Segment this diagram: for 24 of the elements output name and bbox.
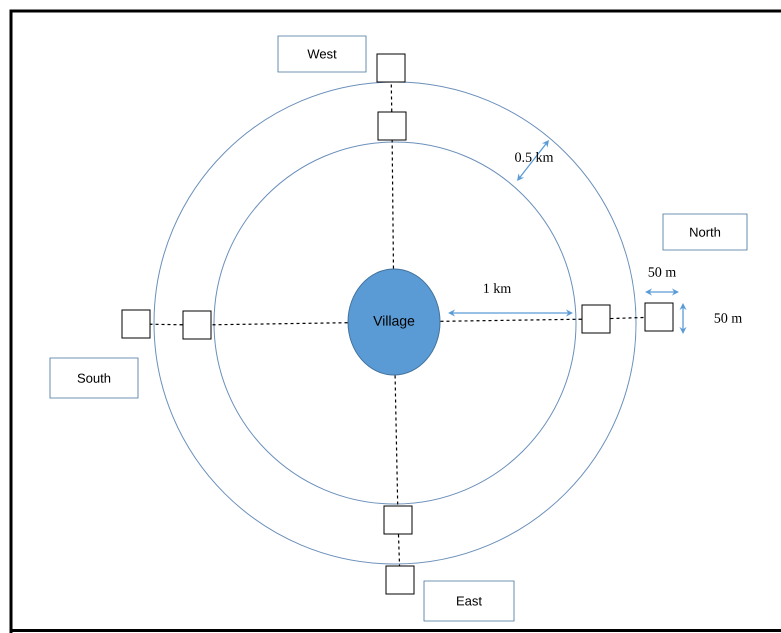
direction-box: East (424, 580, 514, 622)
dashed-line (392, 140, 394, 269)
plot-square (582, 304, 610, 334)
plot-square (386, 566, 414, 594)
dimension-label: 50 m (714, 313, 742, 323)
plot-square (376, 54, 406, 82)
dashed-line (394, 375, 398, 506)
dashed-line (390, 82, 392, 112)
direction-box: West (278, 36, 366, 72)
direction-box: South (50, 358, 138, 398)
dashed-line (610, 316, 645, 320)
plot-square (384, 506, 412, 534)
plot-square (644, 302, 674, 332)
plot-square (378, 112, 406, 140)
dashed-line (398, 534, 400, 566)
plot-square (182, 310, 212, 340)
dashed-line (150, 324, 183, 326)
plot-square (122, 310, 150, 338)
dashed-line (212, 322, 348, 326)
dimension-label: 0.5 km (515, 152, 554, 162)
dimension-label: 1 km (484, 283, 511, 293)
dimension-label: 50 m (648, 267, 676, 277)
dashed-line (440, 318, 582, 322)
direction-box: North (662, 214, 748, 250)
